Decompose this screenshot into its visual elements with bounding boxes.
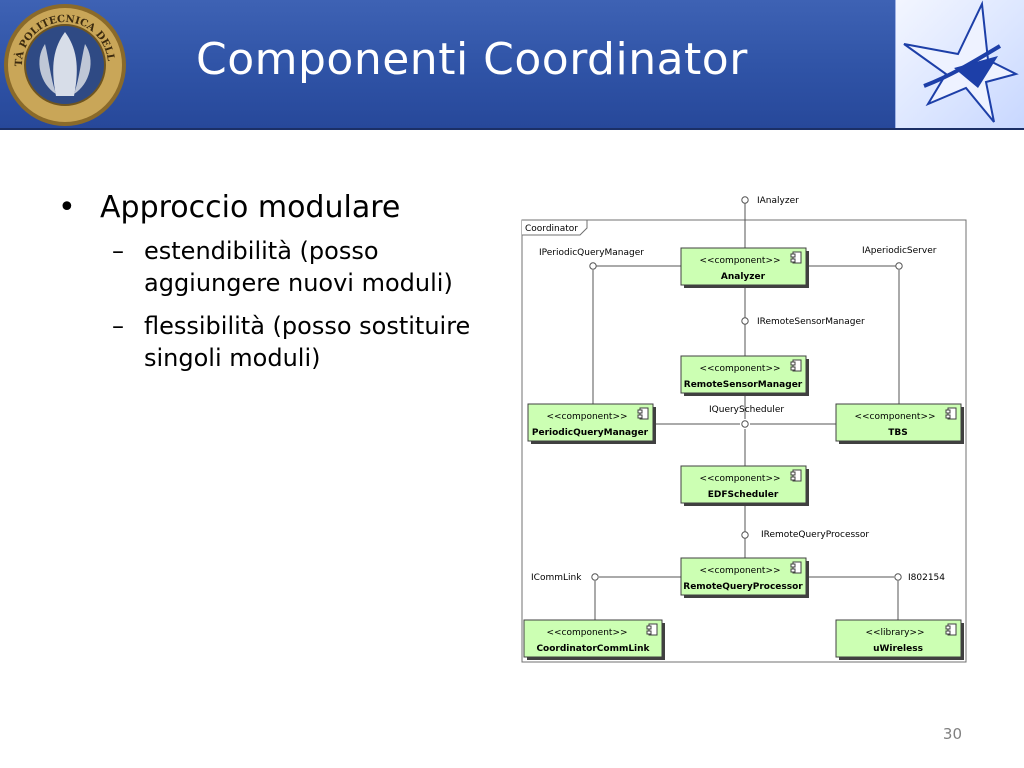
- slide-title: Componenti Coordinator: [196, 34, 748, 85]
- bullet-sub-1: – estendibilità (posso aggiungere nuovi …: [58, 235, 508, 300]
- engineering-logo: [895, 0, 1024, 128]
- component-name: RemoteQueryProcessor: [683, 582, 803, 592]
- bullet-main-text: Approccio modulare: [100, 190, 401, 225]
- component-edfscheduler: <<component>> EDFScheduler: [680, 465, 809, 506]
- interface-label-iperiodicquerymanager: IPeriodicQueryManager: [539, 248, 644, 258]
- component-name: CoordinatorCommLink: [536, 644, 650, 654]
- star-swoosh-icon: [903, 0, 1019, 123]
- component-stereotype: <<component>>: [699, 474, 780, 484]
- component-analyzer: <<component>> Analyzer: [680, 247, 809, 288]
- uml-component-diagram: Coordinator IAnalyzer IPeriodicQueryMana: [518, 190, 970, 666]
- component-stereotype: <<component>>: [854, 412, 935, 422]
- interface-label-icommlink: ICommLink: [531, 573, 582, 583]
- component-name: PeriodicQueryManager: [532, 428, 649, 438]
- component-stereotype: <<component>>: [699, 566, 780, 576]
- component-name: TBS: [888, 428, 907, 438]
- bullet-sub-2-text: flessibilità (posso sostituire singoli m…: [144, 311, 471, 373]
- component-periodicquerymanager: <<component>> PeriodicQueryManager: [527, 403, 656, 444]
- slide-header: UNIVERSITÀ POLITECNICA DELLE MARCHE Comp…: [0, 0, 1024, 130]
- component-tbs: <<component>> TBS: [835, 403, 964, 444]
- component-name: Analyzer: [721, 272, 766, 282]
- component-stereotype: <<component>>: [699, 256, 780, 266]
- frame-tab: [522, 219, 588, 236]
- bullet-main: • Approccio modulare: [58, 190, 508, 225]
- component-name: uWireless: [873, 644, 923, 654]
- component-uwireless: <<library>> uWireless: [835, 619, 964, 660]
- diagram-connectors: [592, 203, 900, 620]
- component-stereotype: <<component>>: [699, 364, 780, 374]
- bullet-dash: –: [112, 311, 124, 340]
- interface-label-iaperiodicserver: IAperiodicServer: [862, 246, 937, 256]
- component-stereotype: <<component>>: [546, 628, 627, 638]
- interface-symbols: [589, 196, 903, 581]
- component-remotesensormanager: <<component>> RemoteSensorManager: [680, 355, 809, 396]
- page-number: 30: [942, 725, 962, 743]
- component-stereotype: <<library>>: [865, 628, 924, 638]
- interface-label-iremotequeryprocessor: IRemoteQueryProcessor: [761, 530, 869, 540]
- component-stereotype: <<component>>: [546, 412, 627, 422]
- component-remotequeryprocessor: <<component>> RemoteQueryProcessor: [680, 557, 809, 598]
- component-name: RemoteSensorManager: [684, 380, 803, 390]
- component-name: EDFScheduler: [708, 490, 779, 500]
- frame-label: Coordinator: [525, 224, 578, 234]
- interface-label-iqueryscheduler: IQueryScheduler: [709, 405, 784, 415]
- bullet-dash: –: [112, 237, 124, 265]
- interface-label-i802154: I802154: [908, 573, 945, 583]
- component-coordinatorcommlink: <<component>> CoordinatorCommLink: [523, 619, 665, 660]
- bullet-sub-2: – flessibilità (posso sostituire singoli…: [58, 310, 508, 375]
- interface-label-iremotesensormanager: IRemoteSensorManager: [757, 317, 865, 327]
- bullet-sub-1-text: estendibilità (posso aggiungere nuovi mo…: [144, 237, 453, 298]
- interface-label-ianalyzer: IAnalyzer: [757, 196, 799, 206]
- bullet-list: • Approccio modulare – estendibilità (po…: [58, 190, 508, 375]
- university-seal-logo: UNIVERSITÀ POLITECNICA DELLE MARCHE: [2, 2, 126, 126]
- bullet-dot: •: [58, 190, 76, 225]
